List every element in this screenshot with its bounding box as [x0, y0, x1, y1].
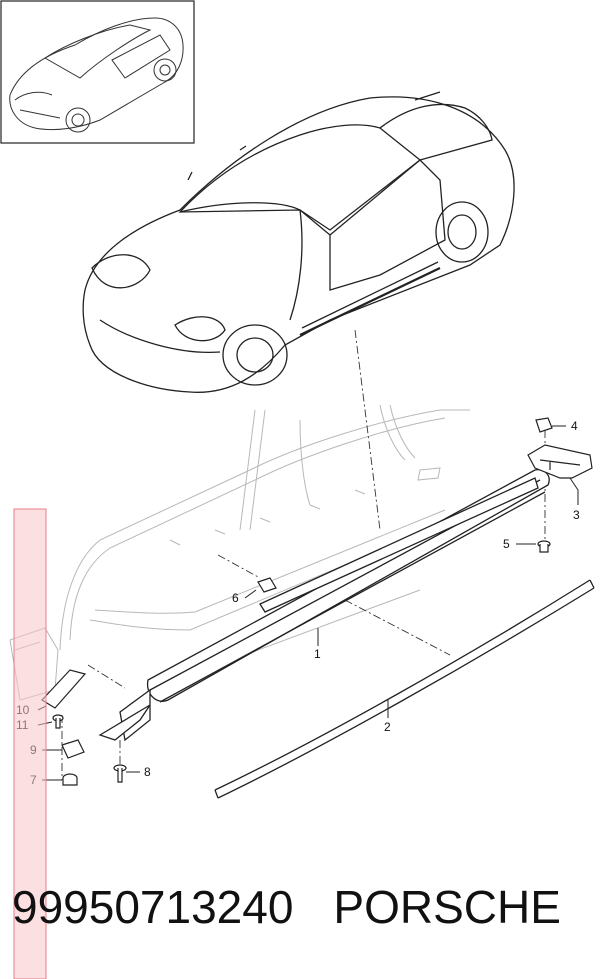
part-screw-5 — [537, 540, 551, 553]
part-screw-11 — [52, 714, 64, 729]
part-clip-4 — [535, 417, 553, 433]
caption: 99950713240 PORSCHE — [12, 872, 592, 942]
highlight-bar — [13, 508, 47, 979]
callout-1: 1 — [314, 647, 321, 661]
part-nut-7 — [62, 773, 78, 786]
part-clip-6 — [257, 577, 277, 593]
part-number-label: 99950713240 — [12, 881, 294, 933]
body-panel-outline — [9, 404, 470, 701]
part-screw-8 — [113, 764, 127, 783]
part-trim-strip — [214, 579, 595, 799]
callout-3: 3 — [573, 508, 580, 522]
callout-2: 2 — [384, 720, 391, 734]
callout-4: 4 — [571, 419, 578, 433]
part-bracket-front — [41, 669, 87, 709]
car-outline — [82, 91, 515, 393]
part-clip-9 — [61, 739, 85, 759]
brand-label: PORSCHE — [333, 881, 561, 933]
part-side-skirt — [98, 469, 550, 742]
part-bracket-rear — [527, 444, 593, 479]
callout-6: 6 — [232, 591, 239, 605]
callout-8: 8 — [144, 765, 151, 779]
thumbnail-car — [9, 17, 184, 133]
callout-5: 5 — [503, 537, 510, 551]
thumbnail-frame — [0, 0, 195, 144]
